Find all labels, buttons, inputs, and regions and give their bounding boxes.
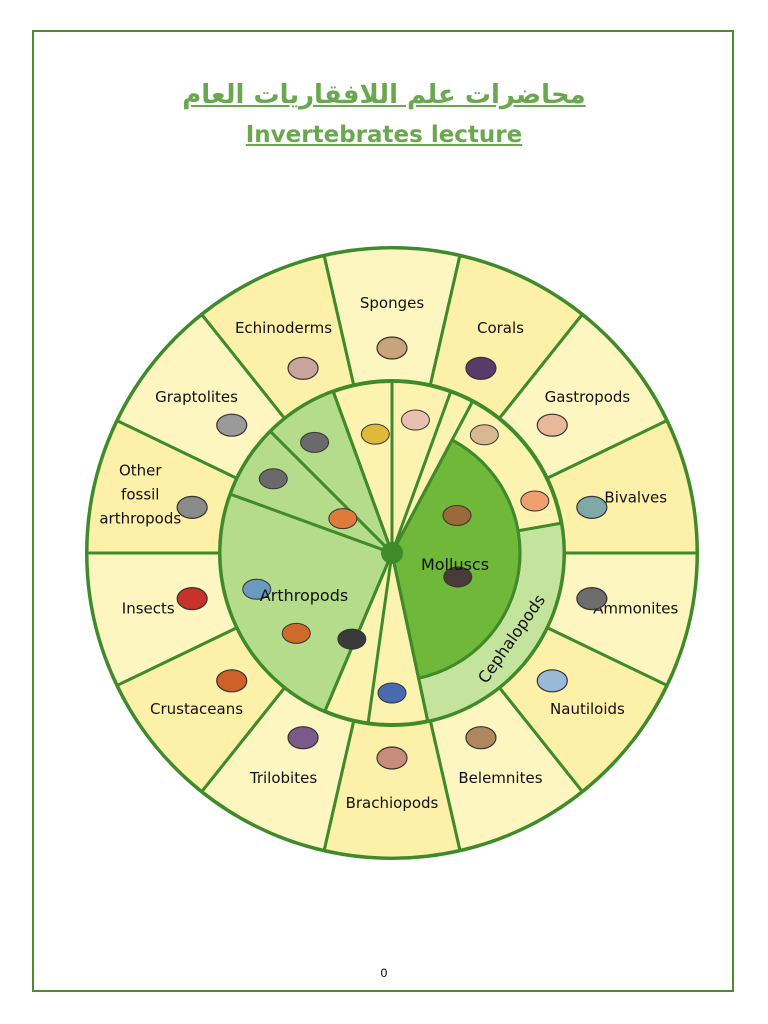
- snail-shell-icon: [469, 424, 499, 446]
- segment-label: Brachiopods: [346, 794, 439, 812]
- outer-icons: [176, 336, 608, 770]
- sea-urchin-icon: [287, 356, 319, 380]
- trilobite-icon: [287, 726, 319, 750]
- inner-spoke: [390, 400, 475, 554]
- lobster-icon: [216, 669, 248, 693]
- segment-label: Nautiloids: [550, 700, 625, 718]
- segment-label-line: arthropods: [99, 509, 181, 527]
- segment-label: Trilobites: [249, 769, 317, 787]
- inner-icons: [242, 409, 550, 704]
- inner-spoke: [390, 552, 430, 722]
- horseshoe-crab-icon: [242, 578, 272, 600]
- crab-icon: [328, 508, 358, 530]
- sponge-icon: [376, 336, 408, 360]
- segment-label: Gastropods: [545, 388, 631, 406]
- inner-spoke: [229, 492, 393, 555]
- horn-coral-icon: [400, 409, 430, 431]
- inner-spoke: [331, 390, 394, 554]
- segment-label: Ammonites: [593, 600, 678, 618]
- graptolite-icon: [216, 413, 248, 437]
- fossil-arthropod-icon: [176, 495, 208, 519]
- ladybird-icon: [176, 587, 208, 611]
- nautiloid-icon: [536, 669, 568, 693]
- segment-label-line: fossil: [121, 485, 159, 503]
- crinoid-icon: [300, 431, 330, 453]
- molluscs-arc: [418, 438, 522, 680]
- brachiopod-icon: [376, 746, 408, 770]
- coral-icon: [465, 356, 497, 380]
- page-number: 0: [380, 966, 388, 980]
- arabic-title: محاضرات علم اللافقاريات العام: [182, 80, 586, 110]
- segment-label: Echinoderms: [235, 319, 332, 337]
- inner-spoke: [390, 390, 453, 554]
- outer-wedges: [85, 246, 699, 860]
- segment-label: Bivalves: [604, 488, 667, 506]
- spider-icon: [337, 628, 367, 650]
- segment-label: Belemnites: [458, 769, 542, 787]
- small-brachiopod-icon: [377, 682, 407, 704]
- scallop-shell-icon: [520, 490, 550, 512]
- outer-labels: SpongesCoralsGastropodsBivalvesAmmonites…: [99, 294, 678, 812]
- gastropod-shell-icon: [536, 413, 568, 437]
- fossil-slab-icon: [258, 468, 288, 490]
- segment-label: Sponges: [360, 294, 424, 312]
- center-hub: [381, 542, 403, 564]
- segment-label-line: Other: [119, 461, 162, 479]
- segment-label: Graptolites: [155, 388, 238, 406]
- octopus-icon: [443, 566, 473, 588]
- belemnite-icon: [465, 726, 497, 750]
- slug-icon: [442, 505, 472, 526]
- segment-label: Insects: [122, 600, 175, 618]
- page-border: [32, 30, 734, 992]
- english-title: Invertebrates lecture: [245, 122, 523, 148]
- small-crab-icon: [281, 622, 311, 644]
- segment-label: Other fossil arthropods: [99, 461, 181, 527]
- arthropods-label: Arthropods: [260, 586, 348, 605]
- inner-spoke: [366, 552, 394, 724]
- molluscs-label: Molluscs: [421, 555, 489, 574]
- ammonite-icon: [576, 587, 608, 611]
- yellow-sponge-icon: [360, 423, 390, 445]
- segment-label: Corals: [477, 319, 524, 337]
- bivalve-shell-icon: [576, 495, 608, 519]
- inner-spoke: [269, 430, 394, 555]
- segment-label: Crustaceans: [150, 700, 243, 718]
